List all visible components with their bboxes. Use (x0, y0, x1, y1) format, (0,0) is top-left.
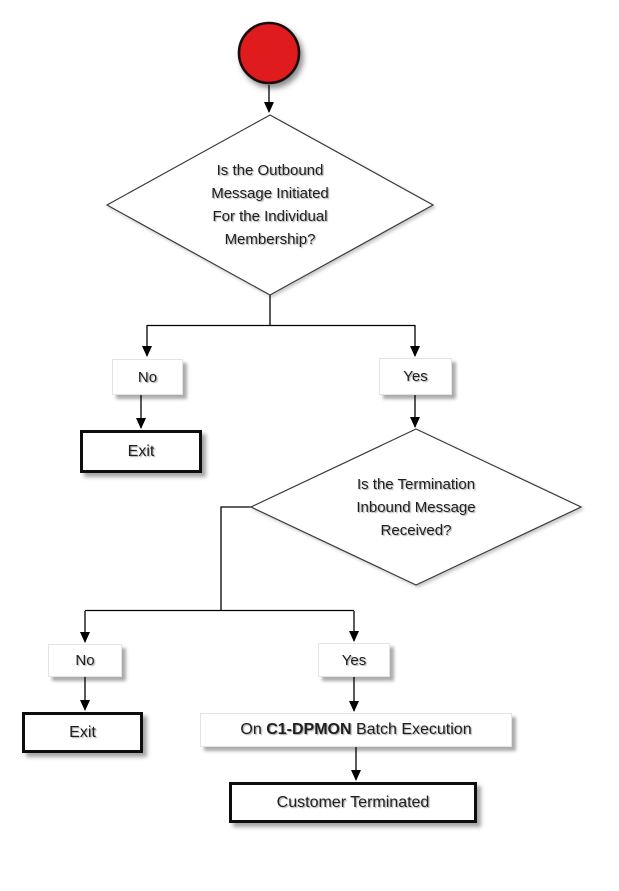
decision-diamond-1 (105, 114, 435, 296)
decision-1-label: Is the Outbound Message Initiated For th… (211, 162, 329, 248)
start-node-circle (237, 21, 301, 85)
decision-diamond-2 (249, 428, 583, 586)
branch-label-yes-1: Yes (379, 358, 452, 395)
exit-node-2: Exit (22, 712, 143, 753)
batch-code-label: C1-DPMON (266, 721, 352, 738)
batch-execution-node: On C1-DPMON Batch Execution (200, 713, 512, 747)
branch-label-no-2: No (48, 644, 122, 677)
exit-node-1: Exit (80, 430, 202, 473)
connector-lines (85, 295, 415, 612)
batch-execution-text-prefix: On (240, 721, 267, 738)
customer-terminated-node: Customer Terminated (229, 782, 477, 823)
decision-2-label: Is the Termination Inbound Message Recei… (356, 476, 476, 539)
branch-label-no-1: No (112, 359, 183, 395)
batch-execution-text-suffix: Batch Execution (351, 721, 472, 738)
branch-label-yes-2: Yes (318, 643, 390, 677)
